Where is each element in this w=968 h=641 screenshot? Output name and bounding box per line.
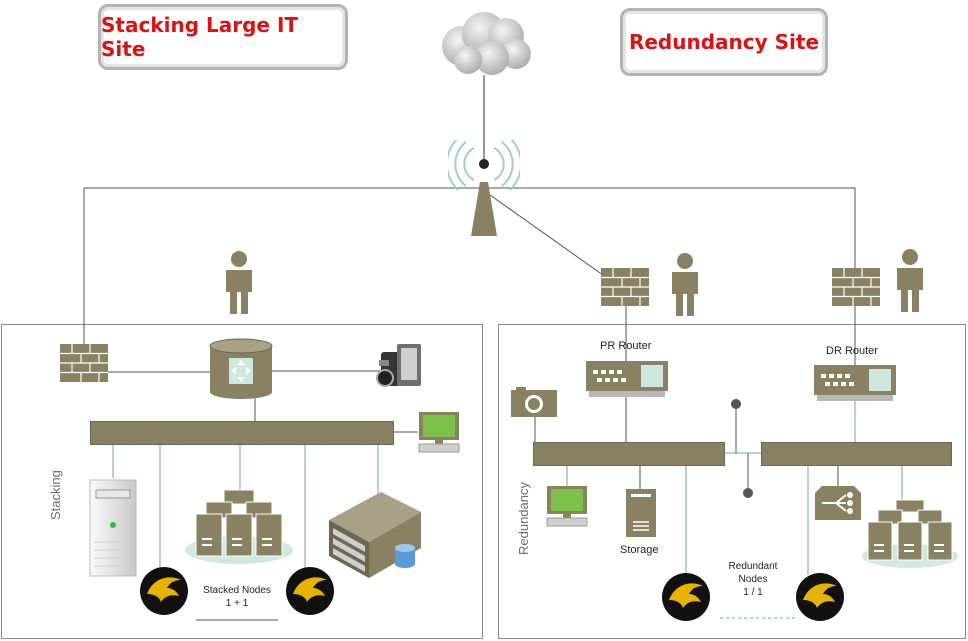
pr-router-label: PR Router [600, 340, 652, 352]
firewall-icon [60, 344, 108, 382]
server-tower-icon [89, 479, 137, 577]
router-device-icon [814, 365, 896, 401]
rack-server-icon [329, 492, 421, 578]
storage-label: Storage [620, 544, 659, 556]
camcorder-icon [376, 344, 421, 387]
cloud-icon [442, 12, 531, 75]
storage-icon [626, 489, 656, 537]
switch-icon [815, 486, 861, 520]
redundant-nodes-line3: 1 / 1 [743, 587, 763, 598]
redundancy-switch-bar-left [533, 442, 725, 466]
title-stacking-text: Stacking Large IT Site [101, 13, 299, 61]
redundant-nodes-line1: Redundant [728, 561, 778, 572]
redundant-nodes-label: Redundant Nodes 1 / 1 [718, 560, 788, 599]
stacked-nodes-line2: 1 + 1 [225, 598, 249, 609]
monitor-icon [418, 412, 460, 453]
antenna-icon [448, 140, 520, 236]
server-cluster-icon [185, 489, 293, 564]
eagle-logo-icon [286, 567, 334, 615]
firewall-icon [601, 268, 649, 306]
person-icon [226, 251, 252, 314]
redundancy-switch-bar-right [761, 442, 952, 466]
stacked-nodes-line1: Stacked Nodes [203, 585, 271, 596]
firewall-icon [832, 268, 880, 306]
monitor-icon [546, 486, 588, 527]
router-cylinder-icon [209, 338, 273, 399]
stacking-switch-bar [90, 421, 394, 445]
person-icon [897, 249, 923, 312]
camera-icon [511, 387, 557, 417]
redundant-nodes-line2: Nodes [738, 574, 768, 585]
redundancy-label: Redundancy [516, 482, 531, 555]
eagle-logo-icon [796, 573, 844, 621]
server-cluster-icon [862, 499, 958, 568]
person-icon [672, 253, 698, 316]
dr-router-label: DR Router [826, 345, 878, 357]
title-redundancy-site: Redundancy Site [620, 8, 828, 76]
stacking-label: Stacking [48, 470, 63, 520]
title-stacking-site: Stacking Large IT Site [98, 4, 348, 70]
eagle-logo-icon [140, 567, 188, 615]
router-device-icon [586, 361, 668, 397]
title-redundancy-text: Redundancy Site [628, 30, 820, 54]
stacked-nodes-label: Stacked Nodes 1 + 1 [196, 584, 278, 610]
eagle-logo-icon [662, 573, 710, 621]
